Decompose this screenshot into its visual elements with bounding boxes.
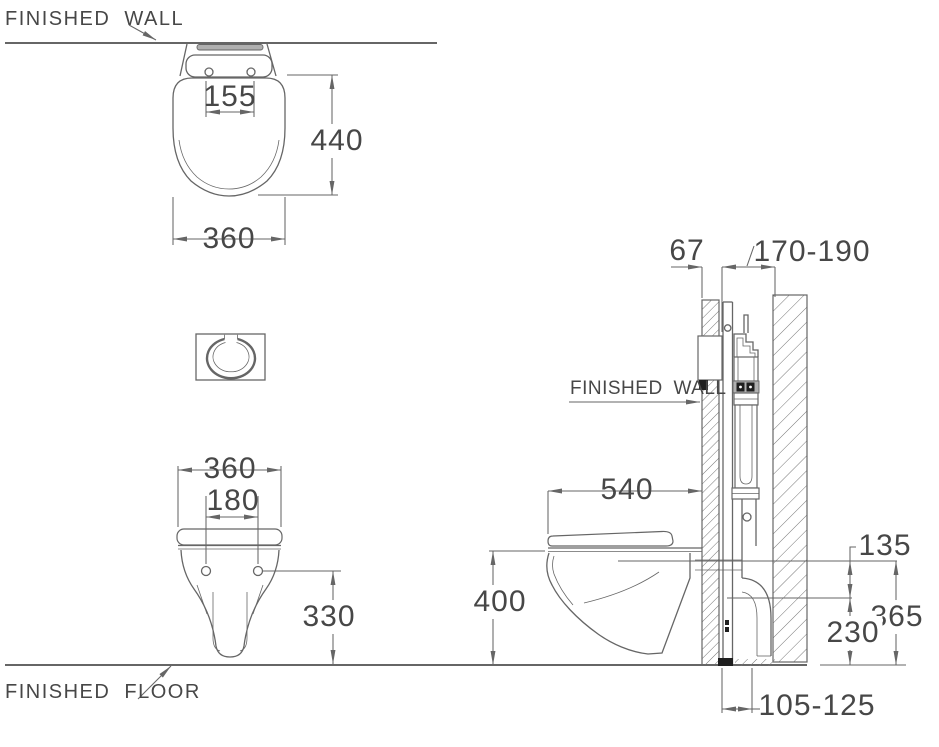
dim-bolt-spacing: 180: [206, 484, 260, 517]
cistern-top: [733, 333, 759, 357]
structural-wall-section: [772, 294, 808, 663]
dim-wall-finish-offset: 67: [669, 234, 705, 267]
dim-seat-height: 400: [470, 585, 530, 619]
hinge-right: [246, 67, 256, 77]
front-view: [5, 466, 807, 700]
bolt-hole-left: [200, 565, 212, 577]
flush-button-ring: [205, 337, 257, 380]
wall-leader-arrow: [128, 24, 157, 41]
finished-wall-label-side: FINISHED WALL: [570, 378, 727, 399]
finished-wall-section: [701, 299, 720, 666]
dim-seat-depth: 440: [307, 124, 367, 158]
finished-wall-label-top: FINISHED WALL: [5, 8, 185, 30]
tank-lid-bar: [196, 44, 264, 51]
dim-inlet-outlet-gap: 135: [858, 529, 912, 562]
frame-hole: [723, 324, 732, 332]
dim-bolt-height: 330: [299, 600, 359, 634]
finished-floor-label: FINISHED FLOOR: [5, 681, 201, 703]
hinge-left: [204, 67, 214, 77]
flush-pipe-port: [742, 512, 752, 522]
bolt-hole-right: [252, 565, 264, 577]
seat-lid-outline: [172, 77, 286, 197]
side-view: [489, 245, 906, 713]
dim-hinge-spacing: 155: [203, 80, 257, 113]
top-view: [5, 24, 437, 245]
bowl-side-outline: [546, 552, 691, 655]
dim-overall-width: 360: [203, 452, 257, 485]
floor-leader-arrow: [137, 665, 172, 700]
waste-elbow: [741, 577, 772, 656]
flush-plate-box: [697, 335, 723, 381]
seat-lid-profile: [547, 530, 674, 547]
bowl-front-outline: [180, 549, 280, 658]
dim-outlet-floor-range: 105-125: [758, 689, 876, 722]
flush-plate-detail: [195, 333, 266, 381]
flush-plate-frame: [195, 333, 266, 381]
seat-front-bar: [176, 528, 283, 546]
dim-depth-from-wall: 540: [600, 473, 654, 506]
dim-frame-depth-range: 170-190: [753, 235, 871, 268]
dim-outlet-height: 230: [823, 616, 883, 650]
dim-seat-width: 360: [202, 222, 256, 255]
